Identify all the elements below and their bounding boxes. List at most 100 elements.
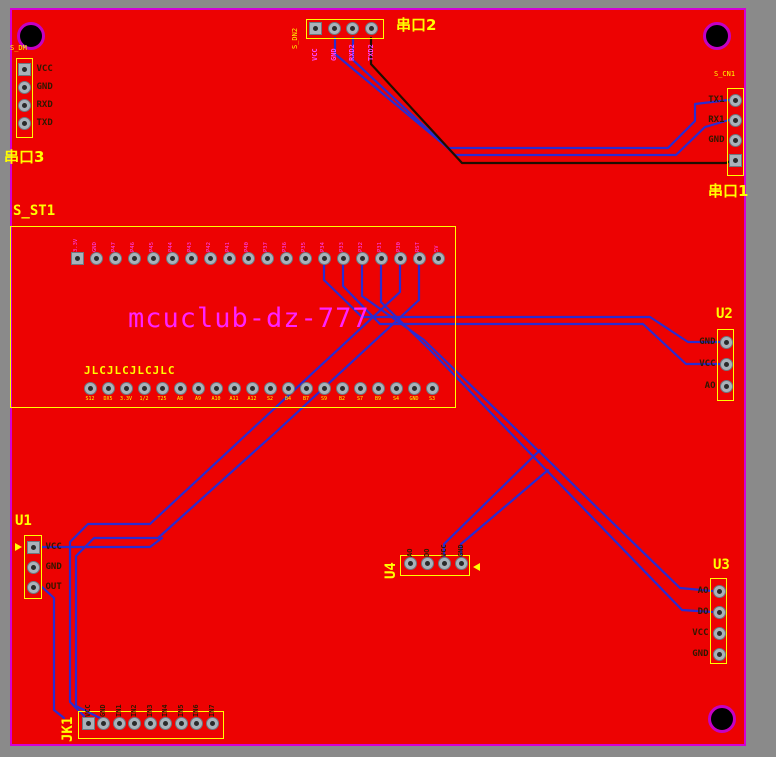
pin[interactable]: P43 <box>184 232 198 265</box>
pin[interactable]: A11 <box>227 381 241 402</box>
pin[interactable]: VCC <box>679 626 726 640</box>
pad-round[interactable] <box>173 381 187 395</box>
pin[interactable]: GND <box>89 232 103 265</box>
board-title-text[interactable]: mcuclub-dz-777 <box>128 303 370 334</box>
pin[interactable]: B7 <box>299 381 313 402</box>
pad-round[interactable] <box>128 716 141 730</box>
pad-round[interactable] <box>712 647 726 661</box>
pad-round[interactable] <box>374 251 388 265</box>
port-label[interactable]: 串口3 <box>4 148 45 166</box>
jlc-silk-text[interactable]: JLCJLCJLCJLC <box>84 364 176 377</box>
pin[interactable]: IN2 <box>128 693 141 730</box>
pad-round[interactable] <box>159 716 172 730</box>
pad-round[interactable] <box>17 98 31 112</box>
pad-round[interactable] <box>281 381 295 395</box>
pad-round[interactable] <box>728 133 742 147</box>
pad-round[interactable] <box>279 251 293 265</box>
designator-label[interactable]: JK1 <box>60 716 76 742</box>
pin[interactable]: OUT <box>26 580 62 594</box>
pin[interactable]: B4 <box>281 381 295 402</box>
pad-round[interactable] <box>317 381 331 395</box>
pin[interactable]: P35 <box>298 232 312 265</box>
pad-round[interactable] <box>191 381 205 395</box>
pad-round[interactable] <box>203 251 217 265</box>
mounting-hole[interactable] <box>708 705 736 733</box>
mounting-hole[interactable] <box>17 22 45 50</box>
pin[interactable]: P41 <box>222 232 236 265</box>
pad-round[interactable] <box>425 381 439 395</box>
pad-square[interactable] <box>70 251 84 265</box>
pin[interactable]: P42 <box>203 232 217 265</box>
pin[interactable]: P45 <box>146 232 160 265</box>
pin[interactable]: P33 <box>336 232 350 265</box>
pin[interactable]: DO <box>679 605 726 619</box>
pad-round[interactable] <box>26 580 40 594</box>
pad-round[interactable] <box>209 381 223 395</box>
pad-round[interactable] <box>299 381 313 395</box>
pad-round[interactable] <box>83 381 97 395</box>
pad-round[interactable] <box>17 116 31 130</box>
pin[interactable]: TXD <box>17 116 53 130</box>
pad-round[interactable] <box>371 381 385 395</box>
pad-round[interactable] <box>119 381 133 395</box>
pad-round[interactable] <box>165 251 179 265</box>
pin[interactable]: IN7 <box>205 693 219 730</box>
pad-square[interactable] <box>26 540 40 554</box>
pad-round[interactable] <box>222 251 236 265</box>
pin[interactable]: 3.3V <box>70 232 84 265</box>
pin[interactable] <box>695 153 742 167</box>
pin[interactable]: VCC <box>437 533 451 570</box>
pin[interactable]: IN1 <box>112 693 126 730</box>
pin[interactable]: VCC <box>309 22 322 61</box>
pad-round[interactable] <box>260 251 274 265</box>
pin[interactable]: DX5 <box>101 381 115 402</box>
pad-square[interactable] <box>728 153 742 167</box>
pad-round[interactable] <box>355 251 369 265</box>
pin[interactable]: RXD <box>17 98 53 112</box>
pin[interactable]: VCC <box>26 540 62 554</box>
pin[interactable]: GND <box>407 381 421 402</box>
pad-round[interactable] <box>241 251 255 265</box>
pad-round[interactable] <box>728 113 742 127</box>
pad-round[interactable] <box>712 584 726 598</box>
pad-round[interactable] <box>728 93 742 107</box>
pin[interactable]: IN4 <box>159 693 172 730</box>
pad-round[interactable] <box>26 560 40 574</box>
pad-round[interactable] <box>155 381 169 395</box>
pin[interactable]: GND <box>695 133 742 147</box>
pin[interactable]: S7 <box>353 381 367 402</box>
pin[interactable]: S3 <box>425 381 439 402</box>
pad-round[interactable] <box>101 381 115 395</box>
pin[interactable]: GND <box>327 22 341 61</box>
pin[interactable]: S4 <box>389 381 403 402</box>
pin[interactable]: VCC <box>81 693 95 730</box>
pin[interactable]: GND <box>97 693 110 730</box>
pad-round[interactable] <box>89 251 103 265</box>
pin[interactable]: GND <box>454 533 468 570</box>
port-label[interactable]: 串口1 <box>708 182 749 200</box>
pad-round[interactable] <box>712 605 726 619</box>
pad-round[interactable] <box>298 251 312 265</box>
pin[interactable]: P32 <box>355 232 369 265</box>
pin[interactable]: GND <box>686 335 733 349</box>
pad-round[interactable] <box>420 556 434 570</box>
pin[interactable]: AO <box>679 584 726 598</box>
pin[interactable]: IN3 <box>143 693 157 730</box>
pad-round[interactable] <box>137 381 151 395</box>
pad-round[interactable] <box>389 381 403 395</box>
pin[interactable]: B2 <box>335 381 349 402</box>
designator-label[interactable]: S_DN2 <box>291 27 299 49</box>
pin[interactable]: GND <box>17 80 53 94</box>
designator-label[interactable]: S_DM <box>10 44 27 52</box>
pin[interactable]: TXD2 <box>364 22 378 61</box>
pin[interactable]: RST <box>412 232 426 265</box>
pin[interactable]: 5V <box>431 232 445 265</box>
pin[interactable]: DO <box>420 533 434 570</box>
pin[interactable]: P46 <box>127 232 141 265</box>
pad-round[interactable] <box>146 251 160 265</box>
pad-square[interactable] <box>309 22 322 35</box>
